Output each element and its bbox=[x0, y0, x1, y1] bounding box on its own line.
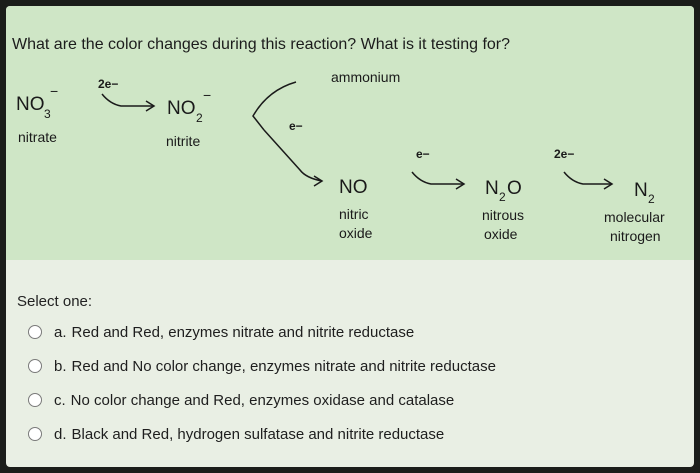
nitric-oxide-formula: NO bbox=[339, 177, 368, 198]
nitrite-species: NO 2 − nitrite bbox=[166, 87, 211, 149]
radio-button[interactable] bbox=[28, 359, 42, 373]
nitrogen-label-2: nitrogen bbox=[610, 228, 661, 244]
nitrous-oxide-formula-tail: O bbox=[507, 178, 522, 199]
nitrogen-subscript: 2 bbox=[648, 192, 655, 206]
nitric-oxide-label-2: oxide bbox=[339, 225, 373, 241]
electron-label: 2e− bbox=[554, 147, 574, 161]
answer-option-d[interactable]: d. Black and Red, hydrogen sulfatase and… bbox=[28, 422, 444, 446]
question-text: What are the color changes during this r… bbox=[12, 36, 511, 53]
no-to-n2o-arrow: e− bbox=[411, 147, 466, 190]
nitrous-oxide-species: N 2 O nitrous oxide bbox=[482, 178, 524, 242]
nitrate-charge: − bbox=[50, 83, 58, 99]
answer-option-b[interactable]: b. Red and No color change, enzymes nitr… bbox=[28, 354, 496, 378]
nitrous-oxide-subscript: 2 bbox=[499, 190, 506, 204]
option-text: Red and No color change, enzymes nitrate… bbox=[71, 357, 496, 375]
nitrate-label: nitrate bbox=[18, 129, 57, 145]
radio-button[interactable] bbox=[28, 427, 42, 441]
option-text: No color change and Red, enzymes oxidase… bbox=[70, 391, 455, 409]
n2o-to-n2-arrow: 2e− bbox=[554, 147, 614, 190]
select-one-prompt: Select one: bbox=[17, 293, 93, 310]
answer-section: Select one: a. Red and Red, enzymes nitr… bbox=[6, 260, 694, 467]
nitric-oxide-species: NO nitric oxide bbox=[339, 177, 373, 241]
answer-option-a[interactable]: a. Red and Red, enzymes nitrate and nitr… bbox=[28, 320, 414, 344]
option-letter: d. bbox=[54, 425, 67, 443]
nitric-oxide-label-1: nitric bbox=[339, 206, 369, 222]
nitrogen-species: N 2 molecular nitrogen bbox=[604, 180, 665, 244]
option-letter: b. bbox=[54, 357, 67, 375]
nitrate-species: NO 3 − nitrate bbox=[16, 83, 58, 145]
quiz-panel: What are the color changes during this r… bbox=[6, 6, 694, 467]
nitrous-oxide-label-2: oxide bbox=[484, 226, 518, 242]
electron-label: 2e− bbox=[98, 77, 118, 91]
ammonium-label: ammonium bbox=[331, 69, 400, 85]
nitrous-oxide-label-1: nitrous bbox=[482, 207, 524, 223]
nitrite-subscript: 2 bbox=[196, 111, 203, 125]
option-letter: c. bbox=[54, 391, 66, 409]
option-text: Red and Red, enzymes nitrate and nitrite… bbox=[71, 323, 415, 341]
option-text: Black and Red, hydrogen sulfatase and ni… bbox=[71, 425, 445, 443]
branch-arrows: ammonium e− bbox=[252, 69, 400, 187]
electron-label: e− bbox=[416, 147, 430, 161]
electron-label: e− bbox=[289, 119, 303, 133]
answer-option-c[interactable]: c. No color change and Red, enzymes oxid… bbox=[28, 388, 454, 412]
nitrate-subscript: 3 bbox=[44, 107, 51, 121]
radio-button[interactable] bbox=[28, 325, 42, 339]
radio-button[interactable] bbox=[28, 393, 42, 407]
nitrite-label: nitrite bbox=[166, 133, 200, 149]
nitrogen-formula: N bbox=[634, 180, 648, 201]
nitrogen-label-1: molecular bbox=[604, 209, 665, 225]
option-letter: a. bbox=[54, 323, 67, 341]
nitrous-oxide-formula: N bbox=[485, 178, 499, 199]
nitrogen-cycle-diagram: NO 3 − nitrate 2e− NO 2 − nitrite a bbox=[16, 69, 665, 244]
nitrite-charge: − bbox=[203, 87, 211, 103]
nitrate-to-nitrite-arrow: 2e− bbox=[98, 77, 156, 112]
nitrite-formula: NO bbox=[167, 98, 196, 119]
nitrate-formula: NO bbox=[16, 94, 45, 115]
question-box: What are the color changes during this r… bbox=[6, 6, 694, 260]
